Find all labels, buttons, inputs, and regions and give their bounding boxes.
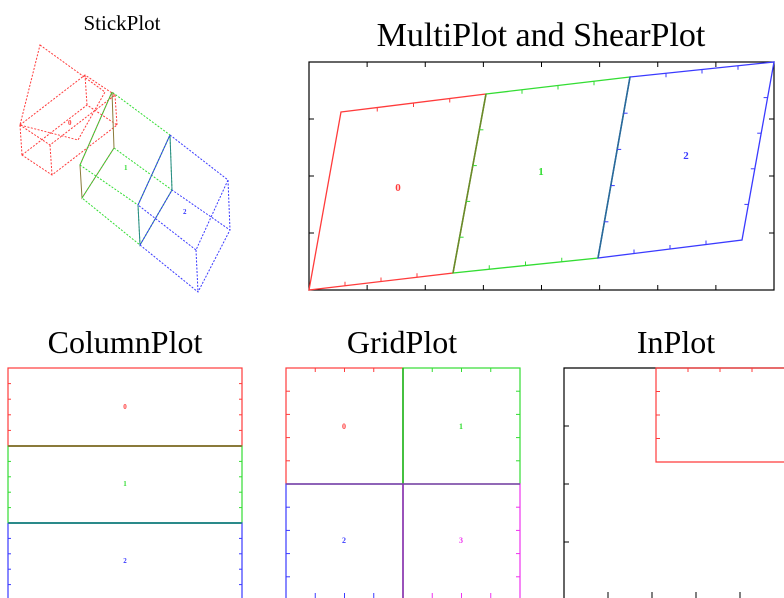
grid-label-1: 1 — [459, 422, 463, 431]
multi-label-1: 1 — [538, 166, 544, 178]
multiplot-title: MultiPlot and ShearPlot — [377, 17, 706, 54]
gridplot-panel: 0 1 2 3 — [285, 367, 521, 598]
columnplot-panel: 0 1 2 — [7, 367, 243, 598]
stick-label-0: 0 — [68, 119, 72, 127]
multiplot-panel: 0 1 2 — [308, 61, 775, 291]
column-label-1: 1 — [123, 480, 127, 488]
stickplot-panel: 0 1 2 — [19, 44, 231, 293]
gridplot-title: GridPlot — [347, 324, 457, 360]
column-label-2: 2 — [123, 557, 127, 565]
multi-label-0: 0 — [395, 182, 401, 194]
stick-face-01 — [79, 91, 115, 200]
grid-label-3: 3 — [459, 536, 463, 545]
columnplot-title: ColumnPlot — [48, 324, 203, 360]
stick-face-12 — [137, 134, 173, 247]
inplot-title: InPlot — [637, 324, 715, 360]
stick-label-1: 1 — [124, 164, 128, 172]
stick-box-2 — [137, 134, 231, 293]
stick-box-0 — [19, 44, 118, 176]
inplot-frame — [563, 367, 784, 598]
stickplot-title: StickPlot — [83, 11, 160, 35]
stick-label-2: 2 — [183, 208, 187, 216]
inplot-inset — [655, 367, 784, 463]
shear-edge-12 — [597, 76, 631, 259]
inplot-panel — [563, 367, 784, 598]
shear-edge-01 — [452, 93, 487, 274]
grid-label-2: 2 — [342, 536, 346, 545]
multi-label-2: 2 — [683, 150, 689, 162]
column-label-0: 0 — [123, 403, 127, 411]
grid-label-0: 0 — [342, 422, 346, 431]
